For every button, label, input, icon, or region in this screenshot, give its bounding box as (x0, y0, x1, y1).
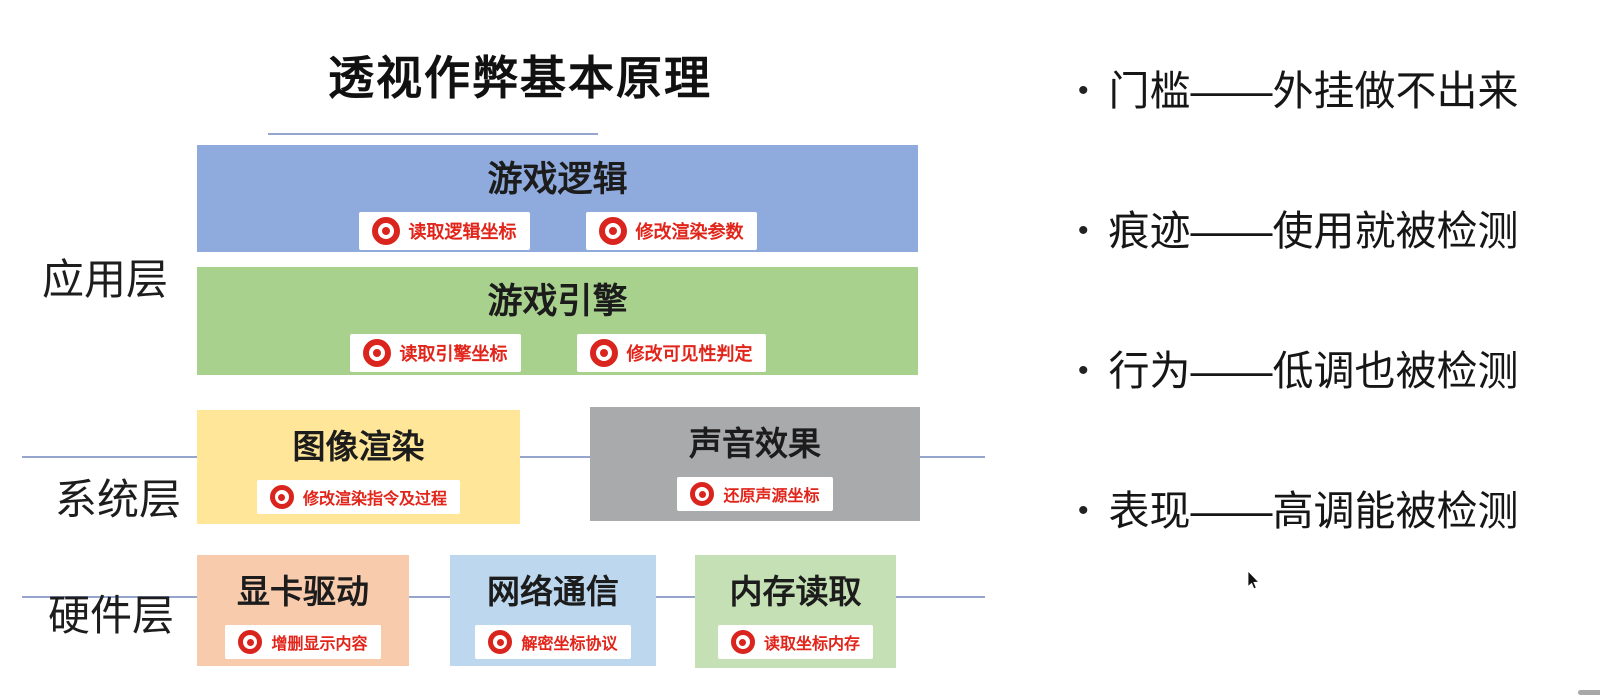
badge-row: 解密坐标协议 (475, 625, 631, 659)
target-icon (269, 485, 294, 509)
badge-read-logic-coords: 读取逻辑坐标 (358, 212, 530, 250)
bullet-item-traces: • 痕迹——使用就被检测 (1078, 206, 1519, 256)
box-gpu-driver: 显卡驱动 增删显示内容 (197, 555, 409, 666)
corner-ui-fragment (1578, 690, 1600, 695)
box-game-logic: 游戏逻辑 读取逻辑坐标 修改渲染参数 (197, 145, 918, 252)
badge-label: 还原声源坐标 (723, 488, 820, 505)
badge-modify-visibility: 修改可见性判定 (576, 334, 766, 372)
box-gpu-driver-title: 显卡驱动 (237, 573, 369, 610)
mouse-cursor-icon (1247, 571, 1260, 590)
target-icon (589, 339, 618, 367)
badge-decrypt-coord-protocol: 解密坐标协议 (475, 625, 631, 659)
bullet-item-performance: • 表现——高调能被检测 (1078, 486, 1519, 536)
badge-restore-sound-coords: 还原声源坐标 (677, 477, 833, 511)
badge-row: 修改渲染指令及过程 (256, 480, 460, 514)
badge-row: 读取引擎坐标 修改可见性判定 (349, 334, 766, 372)
badge-row: 还原声源坐标 (677, 477, 833, 511)
bullet-text: 痕迹——使用就被检测 (1108, 208, 1519, 254)
target-icon (730, 630, 755, 654)
box-network-comm: 网络通信 解密坐标协议 (450, 555, 656, 666)
badge-row: 读取坐标内存 (717, 625, 873, 659)
bullet-dot: • (1078, 74, 1089, 107)
badge-label: 修改可见性判定 (626, 344, 753, 364)
badge-row: 读取逻辑坐标 修改渲染参数 (358, 212, 757, 250)
box-sound-effect: 声音效果 还原声源坐标 (590, 407, 920, 521)
box-sound-effect-title: 声音效果 (689, 425, 821, 462)
bullet-dot: • (1078, 214, 1089, 247)
layer-label-system: 系统层 (55, 476, 182, 523)
badge-add-remove-display: 增删显示内容 (225, 625, 381, 659)
badge-read-engine-coords: 读取引擎坐标 (349, 334, 521, 372)
badge-row: 增删显示内容 (225, 625, 381, 659)
badge-modify-render-params: 修改渲染参数 (585, 212, 757, 250)
target-icon (598, 217, 627, 245)
bullet-text: 行为——低调也被检测 (1108, 348, 1519, 394)
badge-label: 读取逻辑坐标 (408, 222, 517, 242)
badge-read-coord-memory: 读取坐标内存 (717, 625, 873, 659)
bullet-list: • 门槛——外挂做不出来 • 痕迹——使用就被检测 • 行为——低调也被检测 •… (1078, 66, 1519, 626)
box-image-render: 图像渲染 修改渲染指令及过程 (197, 410, 520, 524)
target-icon (488, 630, 513, 654)
target-icon (238, 630, 263, 654)
box-memory-read-title: 内存读取 (729, 573, 862, 610)
page-title: 透视作弊基本原理 (328, 52, 712, 104)
target-icon (362, 339, 391, 367)
badge-label: 读取坐标内存 (763, 636, 860, 653)
box-game-engine: 游戏引擎 读取引擎坐标 修改可见性判定 (197, 267, 918, 375)
box-image-render-title: 图像渲染 (292, 428, 425, 465)
badge-label: 解密坐标协议 (521, 636, 618, 653)
application-layer-line (268, 133, 598, 135)
badge-label: 修改渲染参数 (635, 222, 744, 242)
bullet-text: 门槛——外挂做不出来 (1108, 68, 1519, 114)
layer-label-hardware: 硬件层 (48, 592, 175, 639)
target-icon (371, 217, 400, 245)
bullet-item-behavior: • 行为——低调也被检测 (1078, 346, 1519, 396)
box-game-engine-title: 游戏引擎 (487, 282, 628, 321)
badge-label: 增删显示内容 (271, 636, 368, 653)
badge-label: 读取引擎坐标 (399, 344, 508, 364)
badge-modify-render-pipeline: 修改渲染指令及过程 (256, 480, 460, 514)
box-game-logic-title: 游戏逻辑 (487, 160, 628, 199)
bullet-item-threshold: • 门槛——外挂做不出来 (1078, 66, 1519, 116)
bullet-text: 表现——高调能被检测 (1108, 488, 1519, 534)
target-icon (690, 482, 715, 506)
bullet-dot: • (1078, 354, 1089, 387)
layer-label-application: 应用层 (42, 256, 169, 303)
box-network-comm-title: 网络通信 (487, 573, 619, 610)
bullet-dot: • (1078, 494, 1089, 527)
box-memory-read: 内存读取 读取坐标内存 (695, 555, 896, 668)
badge-label: 修改渲染指令及过程 (302, 491, 447, 508)
